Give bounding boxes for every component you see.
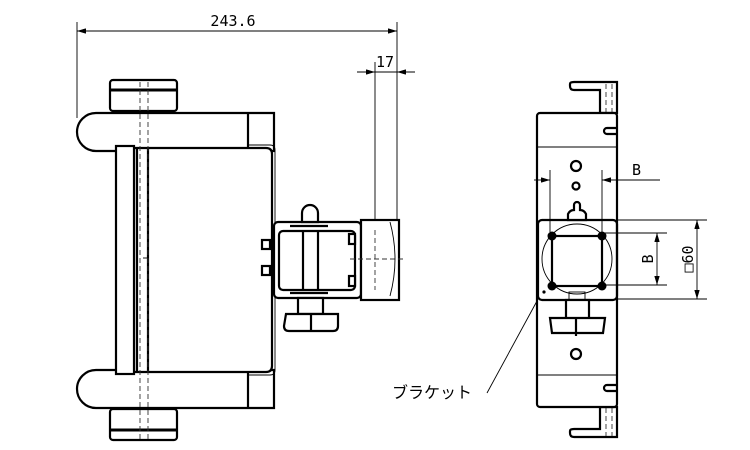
- mount-plate: [541, 223, 613, 295]
- dimension-pitch-horizontal: B: [534, 161, 660, 232]
- dimension-overall-width: 243.6: [76, 12, 398, 222]
- nut: [350, 218, 405, 302]
- main-body: [114, 144, 276, 376]
- side-view: 243.6 17: [75, 12, 415, 442]
- knob-screw-top: [300, 203, 320, 224]
- bracket-callout: ブラケット: [392, 300, 538, 402]
- front-body: [535, 111, 619, 409]
- dimension-pitch-vertical: B: [600, 232, 667, 286]
- bracket-label: ブラケット: [392, 383, 472, 402]
- dimension-label-243-6: 243.6: [210, 12, 255, 30]
- bottom-arm: [75, 368, 276, 410]
- dimension-label-b-horizontal: B: [632, 161, 641, 179]
- top-knob: [108, 78, 179, 113]
- bottom-knob: [108, 407, 179, 442]
- dimension-label-square-60: □60: [679, 245, 697, 272]
- front-wing-knob: [548, 291, 607, 336]
- top-hook: [568, 80, 619, 115]
- dimension-square-60: □60: [617, 219, 707, 300]
- dimension-offset: 17: [357, 53, 415, 222]
- side-bracket: [260, 220, 363, 300]
- front-view: B B □60 ブラケット: [392, 80, 707, 439]
- top-arm: [75, 111, 276, 153]
- dimension-label-17: 17: [376, 53, 394, 71]
- bottom-hook: [568, 405, 619, 439]
- dimension-label-b-vertical: B: [639, 254, 657, 263]
- wing-knob: [282, 296, 340, 333]
